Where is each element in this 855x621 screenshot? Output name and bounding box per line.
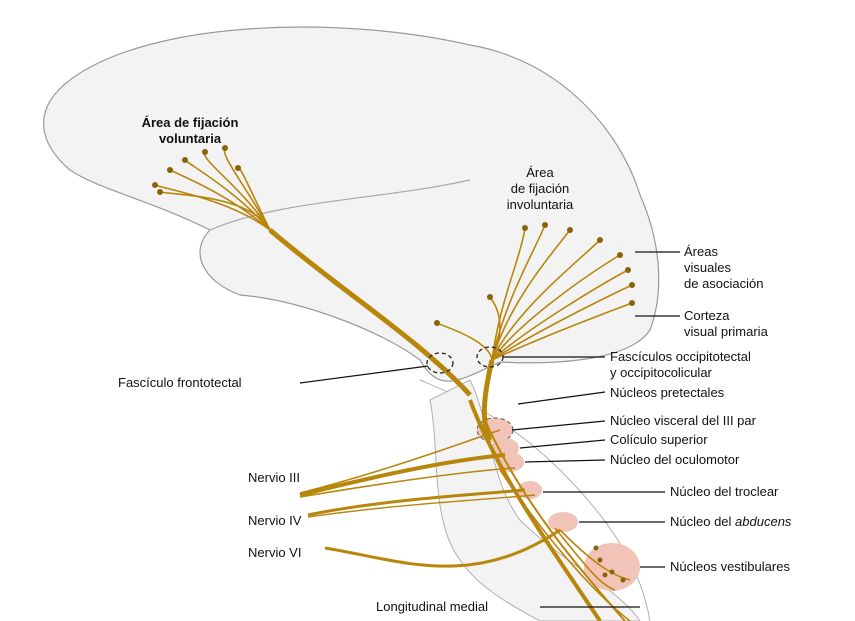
- label-coliculo-superior: Colículo superior: [610, 432, 708, 448]
- label-corteza-2: visual primaria: [684, 324, 768, 340]
- abducens-nucleus: [548, 512, 578, 532]
- label-area-involuntaria-1: Área: [495, 165, 585, 181]
- label-area-involuntaria-3: involuntaria: [495, 197, 585, 213]
- label-area-voluntaria-2: voluntaria: [120, 131, 260, 147]
- label-longitudinal-medial: Longitudinal medial: [376, 599, 488, 615]
- label-areas-visuales-2: visuales: [684, 260, 731, 276]
- label-nucleo-visceral: Núcleo visceral del III par: [610, 413, 756, 429]
- label-nervio-iii: Nervio III: [248, 470, 300, 486]
- label-nucleo-abducens-italic: abducens: [735, 514, 791, 529]
- label-nucleo-abducens-prefix: Núcleo del: [670, 514, 735, 529]
- label-nervio-vi: Nervio VI: [248, 545, 301, 561]
- label-nucleos-vestibulares: Núcleos vestibulares: [670, 559, 790, 575]
- label-corteza-1: Corteza: [684, 308, 730, 324]
- label-fasciculos-1: Fascículos occipitotectal: [610, 349, 751, 365]
- label-fasciculo-frontotectal: Fascículo frontotectal: [118, 375, 242, 391]
- label-nucleos-pretectales: Núcleos pretectales: [610, 385, 724, 401]
- label-nucleo-oculomotor: Núcleo del oculomotor: [610, 452, 739, 468]
- label-nucleo-troclear: Núcleo del troclear: [670, 484, 778, 500]
- label-areas-visuales-3: de asociación: [684, 276, 764, 292]
- label-nervio-iv: Nervio IV: [248, 513, 301, 529]
- label-nucleo-abducens: Núcleo del abducens: [670, 514, 791, 530]
- label-fasciculos-2: y occipitocolicular: [610, 365, 712, 381]
- label-areas-visuales-1: Áreas: [684, 244, 718, 260]
- label-area-voluntaria-1: Área de fijación: [120, 115, 260, 131]
- label-area-involuntaria-2: de fijación: [495, 181, 585, 197]
